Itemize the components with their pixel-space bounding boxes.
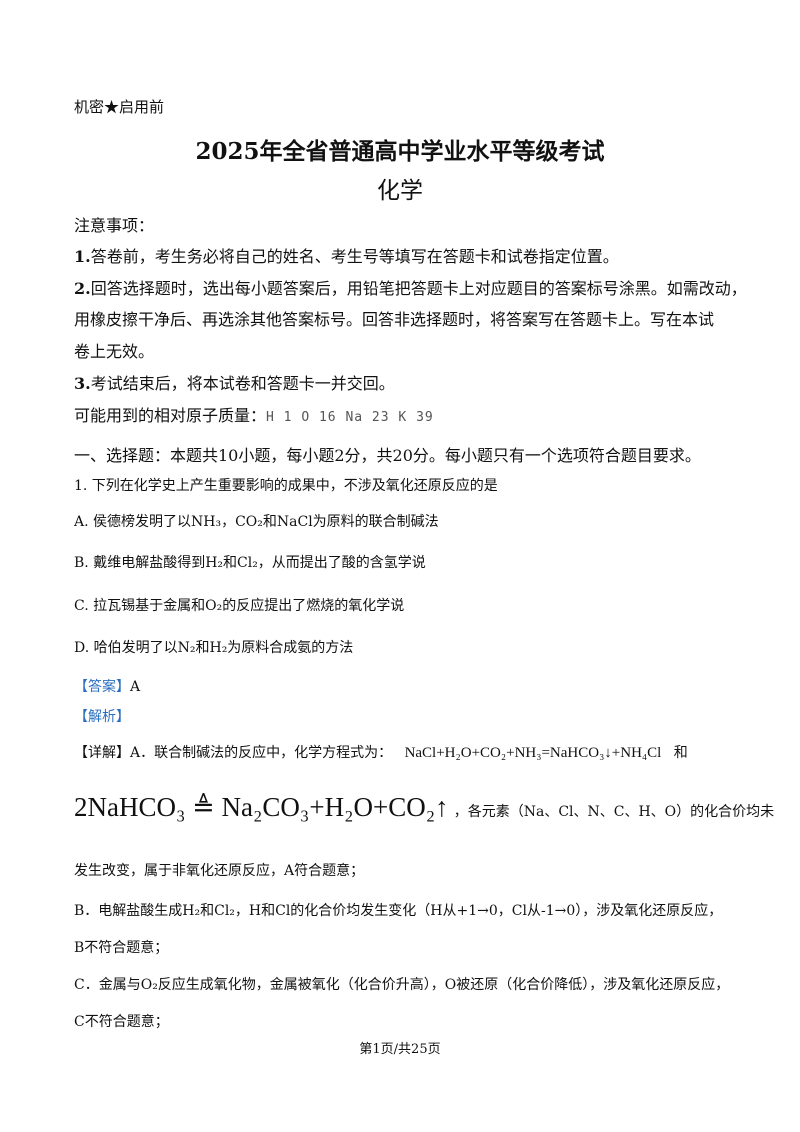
page-footer: 第1页/共25页 <box>359 1042 441 1057</box>
question-1-option-c: C. 拉瓦锡基于金属和O₂的反应提出了燃烧的氧化学说 <box>74 598 405 614</box>
detail-label: 【详解】 <box>74 745 130 761</box>
notice-item-3-text: 考试结束后，将本试卷和答题卡一并交回。 <box>90 374 395 393</box>
analysis-label-text: 【解析】 <box>74 709 130 725</box>
answer-value: A <box>130 679 141 695</box>
notice-item-1-text: 答卷前，考生务必将自己的姓名、考生号等填写在答题卡和试卷指定位置。 <box>90 247 619 266</box>
detail-c-line-2: C不符合题意； <box>74 1014 169 1030</box>
detail-a-after: ，各元素（Na、Cl、N、C、H、O）的化合价均未 <box>453 804 775 820</box>
question-1-option-b: B. 戴维电解盐酸得到H₂和Cl₂，从而提出了酸的含氢学说 <box>74 555 426 571</box>
notice-item-3: 3.考试结束后，将本试卷和答题卡一并交回。 <box>74 370 395 394</box>
notice-item-1-number: 1. <box>74 247 91 266</box>
detail-c-line-1: C．金属与O₂反应生成氧化物，金属被氧化（化合价升高），O被还原（化合价降低），… <box>74 977 730 993</box>
confidential-mark: 机密★启用前 <box>74 98 165 116</box>
notice-item-2-line-2: 用橡皮擦干净后、再选涂其他答案标号。回答非选择题时，将答案写在答题卡上。写在本试 <box>74 310 715 329</box>
equation-2-line: 2NaHCO₃ ≜ Na₂CO₃+H₂O+CO₂↑ ，各元素（Na、Cl、N、C… <box>74 792 774 823</box>
notice-item-3-number: 3. <box>74 374 91 393</box>
question-1-option-d: D. 哈伯发明了以N₂和H₂为原料合成氨的方法 <box>74 640 354 656</box>
detail-b-line-2: B不符合题意； <box>74 940 169 956</box>
question-1-stem: 1. 下列在化学史上产生重要影响的成果中，不涉及氧化还原反应的是 <box>74 478 498 494</box>
question-1-option-a: A. 侯德榜发明了以NH₃，CO₂和NaCl为原料的联合制碱法 <box>74 514 439 530</box>
section-1-intro: 一、选择题：本题共10小题，每小题2分，共20分。每小题只有一个选项符合题目要求… <box>74 446 701 465</box>
detail-a-text: A．联合制碱法的反应中，化学方程式为： <box>130 745 393 761</box>
exam-title: 2025年全省普通高中学业水平等级考试 <box>195 138 605 165</box>
subject-title: 化学 <box>377 178 423 204</box>
notice-item-1: 1.答卷前，考生务必将自己的姓名、考生号等填写在答题卡和试卷指定位置。 <box>74 243 619 267</box>
notice-item-2-line-1: 回答选择题时，选出每小题答案后，用铅笔把答题卡上对应题目的答案标号涂黑。如需改动… <box>90 279 747 298</box>
notice-item-2: 2.回答选择题时，选出每小题答案后，用铅笔把答题卡上对应题目的答案标号涂黑。如需… <box>74 275 747 299</box>
detail-a-end: 发生改变，属于非氧化还原反应，A符合题意； <box>74 863 365 879</box>
atomic-mass-values: H 1 O 16 Na 23 K 39 <box>266 410 434 425</box>
analysis-label: 【解析】 <box>74 706 130 726</box>
answer-label: 【答案】 <box>74 679 130 695</box>
answer-line: 【答案】A <box>74 676 140 696</box>
detail-a-and: 和 <box>673 745 688 761</box>
equation-2: 2NaHCO₃ ≜ Na₂CO₃+H₂O+CO₂↑ <box>74 792 449 822</box>
notice-item-2-line-3: 卷上无效。 <box>74 342 155 361</box>
detail-a-line: 【详解】A．联合制碱法的反应中，化学方程式为： NaCl+H₂O+CO₂+NH₃… <box>74 742 688 762</box>
notice-item-2-number: 2. <box>74 279 91 298</box>
notice-heading: 注意事项： <box>74 216 155 235</box>
atomic-mass-label: 可能用到的相对原子质量： <box>74 406 267 425</box>
atomic-mass-line: 可能用到的相对原子质量：H 1 O 16 Na 23 K 39 <box>74 402 434 426</box>
detail-b-line-1: B．电解盐酸生成H₂和Cl₂，H和Cl的化合价均发生变化（H从+1→0，Cl从-… <box>74 903 723 919</box>
equation-1: NaCl+H₂O+CO₂+NH₃=NaHCO₃↓+NH₄Cl <box>404 745 662 761</box>
